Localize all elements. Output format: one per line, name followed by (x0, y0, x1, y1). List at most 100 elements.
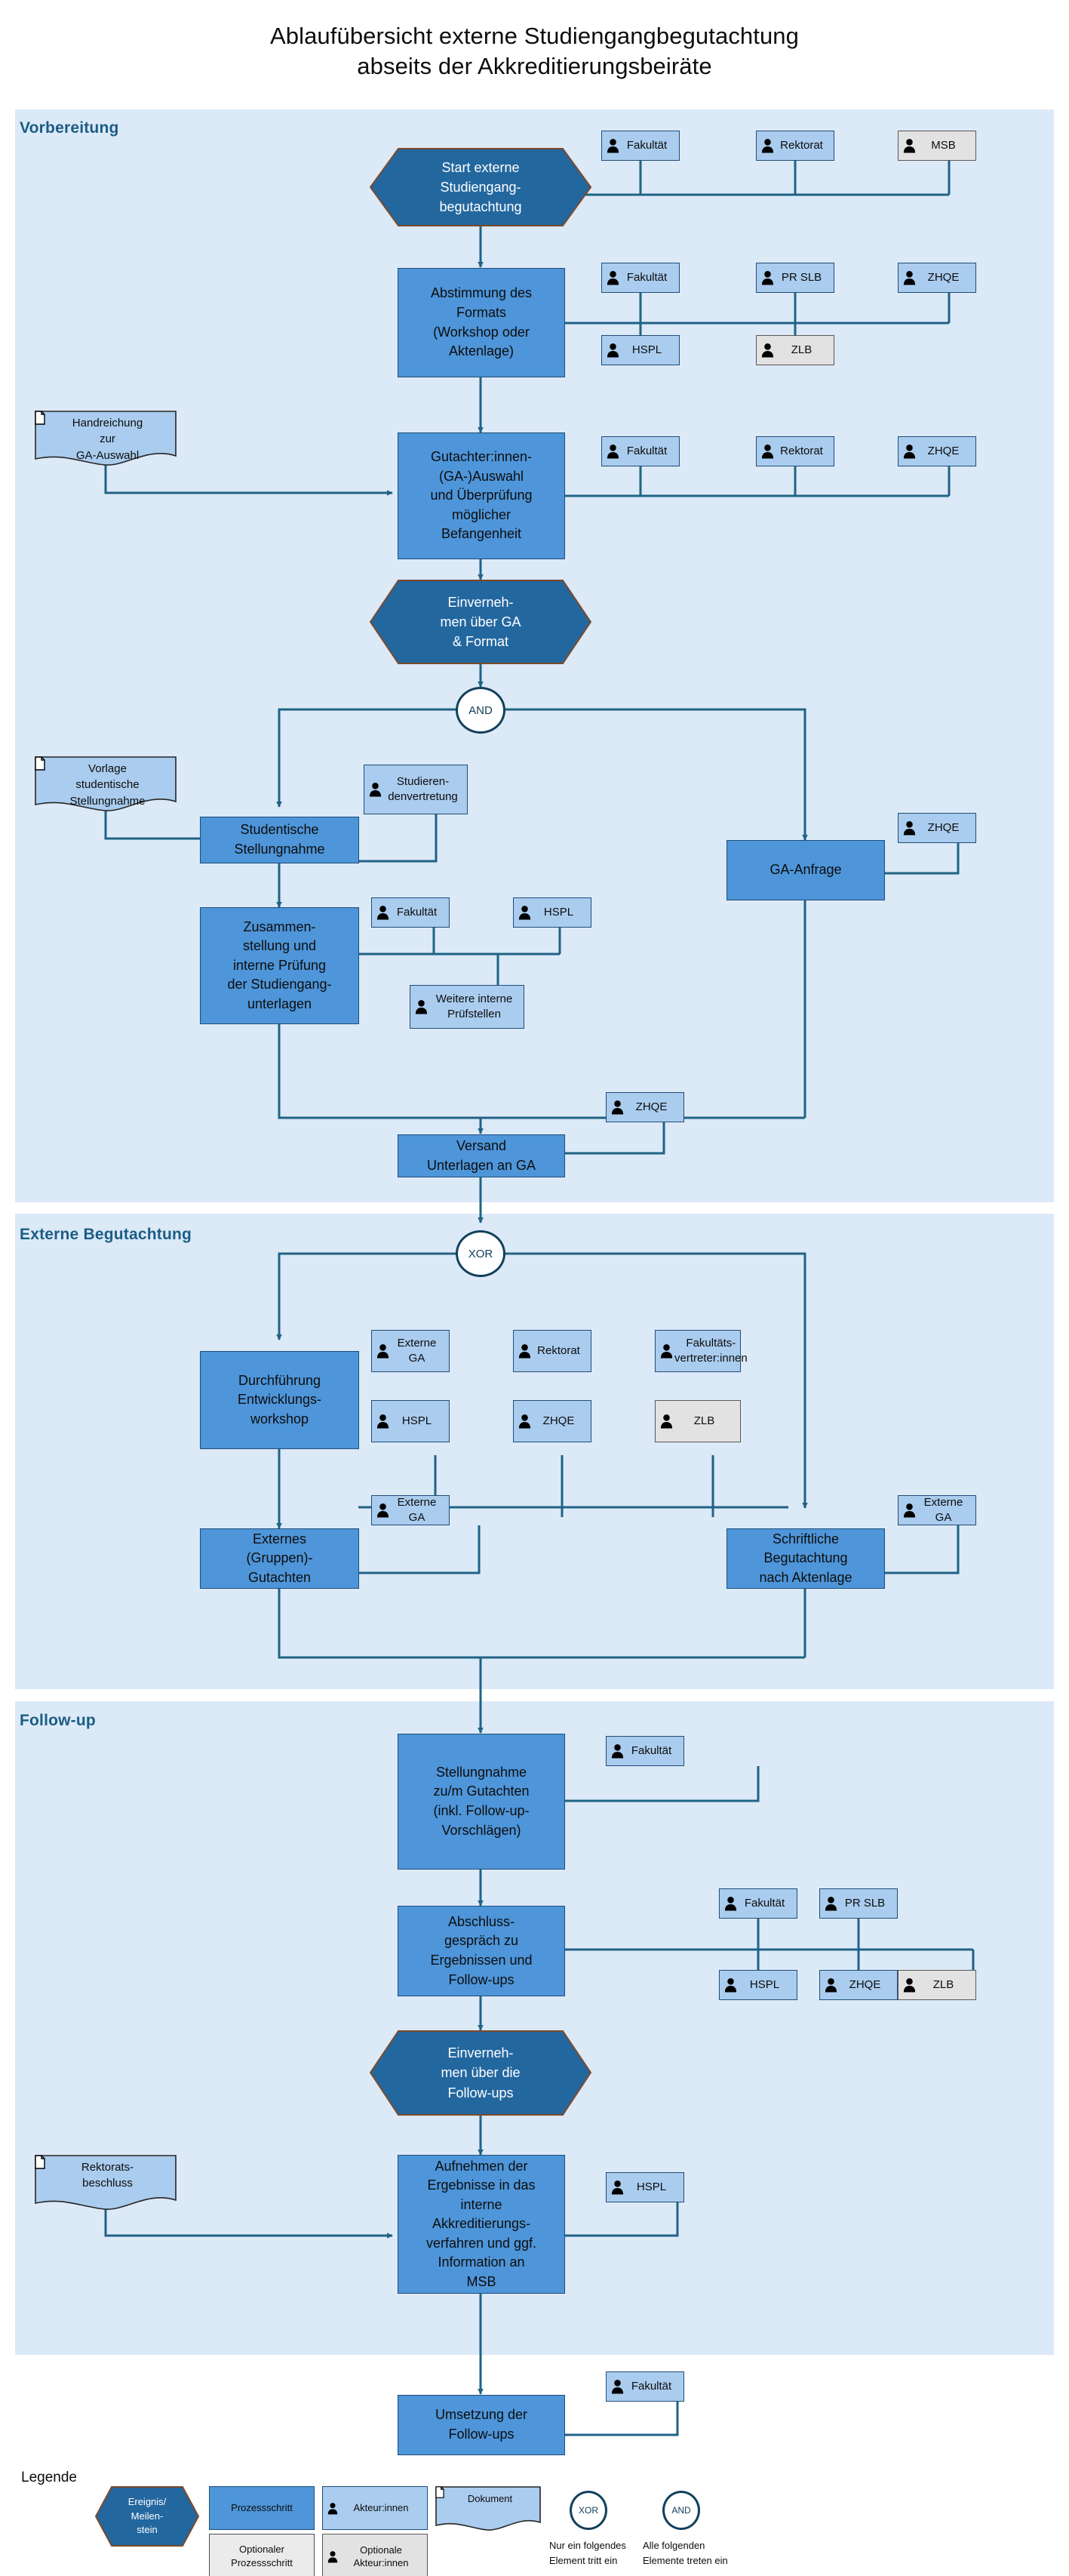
legend-event-label: Ereignis/Meilen-stein (127, 2495, 167, 2536)
actor-label: ZLB (693, 1414, 715, 1428)
actor-box-fakultaet-stellungnahme[interactable]: Fakultät (606, 1736, 684, 1766)
actor-box-zlb-abstimmung[interactable]: ZLB (756, 335, 834, 365)
actor-box-externe-ga-workshop[interactable]: Externe GA (371, 1330, 450, 1372)
person-icon (369, 782, 382, 797)
actor-box-hspl-abschluss[interactable]: HSPL (719, 1970, 797, 2000)
person-icon (518, 905, 531, 920)
actor-box-zhqe-versand[interactable]: ZHQE (606, 1092, 684, 1122)
actor-box-fakultaet-abstimmung[interactable]: Fakultät (601, 263, 680, 293)
legend-document-label: Dokument (467, 2493, 513, 2504)
page-title-line1: Ablaufübersicht externe Studiengangbegut… (269, 23, 799, 49)
actor-box-rektorat-gutachter[interactable]: Rektorat (756, 436, 834, 466)
actor-box-zhqe-abschluss[interactable]: ZHQE (819, 1970, 898, 2000)
person-icon (761, 270, 774, 285)
actor-box-rektorat[interactable]: Rektorat (756, 131, 834, 161)
actor-box-externe-ga-gutachten[interactable]: Externe GA (371, 1495, 450, 1525)
person-icon (607, 444, 619, 459)
process-ga-anfrage[interactable]: GA-Anfrage (726, 840, 885, 900)
actor-box-zhqe-gutachter[interactable]: ZHQE (898, 436, 976, 466)
person-icon (903, 138, 916, 153)
document-shape (35, 411, 177, 466)
person-icon (761, 444, 774, 459)
actor-label: HSPL (631, 343, 662, 357)
actor-box-fakultaet[interactable]: Fakultät (601, 131, 680, 161)
gateway-xor[interactable]: XOR (456, 1230, 505, 1277)
actor-box-fakultaet-abschluss[interactable]: Fakultät (719, 1888, 797, 1919)
actor-label: HSPL (636, 2181, 667, 2194)
actor-box-hspl-zusammenstellung[interactable]: HSPL (513, 897, 591, 928)
person-icon (518, 1414, 531, 1429)
document-shape (35, 756, 177, 811)
gateway-and[interactable]: AND (456, 687, 505, 734)
actor-label: Studieren-denvertretung (388, 775, 458, 803)
actor-box-hspl-aufnehmen[interactable]: HSPL (606, 2172, 684, 2202)
actor-box-pr-slb-abstimmung[interactable]: PR SLB (756, 263, 834, 293)
actor-label: MSB (931, 139, 956, 152)
hexagon-shape (95, 2486, 199, 2547)
actor-box-zhqe-abstimmung[interactable]: ZHQE (898, 263, 976, 293)
actor-box-rektorat-workshop[interactable]: Rektorat (513, 1330, 591, 1372)
actor-box-zlb-abschluss[interactable]: ZLB (898, 1970, 976, 2000)
actor-box-fakultaet-zusammenstellung[interactable]: Fakultät (371, 897, 450, 928)
actor-box-zhqe-workshop[interactable]: ZHQE (513, 1400, 591, 1442)
document-rektoratsbeschluss[interactable]: Rektorats-beschluss (35, 2155, 177, 2212)
document-label: Rektorats-beschluss (81, 2161, 134, 2190)
actor-box-studierendenvertretung[interactable]: Studieren-denvertretung (364, 765, 468, 814)
actor-label: PR SLB (781, 271, 822, 285)
page-title: Ablaufübersicht externe Studiengangbegut… (0, 21, 1069, 81)
person-icon (376, 1503, 389, 1518)
actor-box-externe-ga-schriftlich[interactable]: Externe GA (898, 1495, 976, 1525)
actor-label: ZHQE (927, 821, 960, 835)
actor-box-pr-slb-abschluss[interactable]: PR SLB (819, 1888, 898, 1919)
person-icon (903, 820, 916, 836)
actor-label: Externe GA (923, 1496, 963, 1524)
person-icon (607, 270, 619, 285)
actor-box-zhqe-ga-anfrage[interactable]: ZHQE (898, 813, 976, 843)
actor-box-msb[interactable]: MSB (898, 131, 976, 161)
legend-xor-gateway: XOR (570, 2491, 607, 2530)
person-icon (611, 1100, 624, 1115)
actor-label: Rektorat (537, 1344, 580, 1358)
person-icon (903, 444, 916, 459)
person-icon (327, 2502, 338, 2515)
actor-label: PR SLB (844, 1897, 886, 1910)
actor-label: ZHQE (542, 1414, 575, 1428)
actor-box-fakultaetsvertreterinnen-workshop[interactable]: Fakultäts-vertreter:innen (655, 1330, 748, 1372)
actor-box-zlb-workshop[interactable]: ZLB (655, 1400, 741, 1442)
actor-box-hspl-abstimmung[interactable]: HSPL (601, 335, 680, 365)
person-icon (611, 2379, 624, 2394)
actor-box-fakultaet-gutachter[interactable]: Fakultät (601, 436, 680, 466)
person-icon (611, 1743, 624, 1759)
actor-box-hspl-workshop[interactable]: HSPL (371, 1400, 450, 1442)
actor-label: Externe GA (397, 1496, 437, 1524)
actor-box-fakultaet-umsetzung[interactable]: Fakultät (606, 2371, 684, 2402)
event-einvernehmen-ueber-ga-format[interactable]: Einverneh-men über GA& Format (370, 580, 591, 664)
process-externes-gruppen-gutachten[interactable]: Externes(Gruppen)-Gutachten (200, 1528, 359, 1589)
person-icon (607, 343, 619, 358)
